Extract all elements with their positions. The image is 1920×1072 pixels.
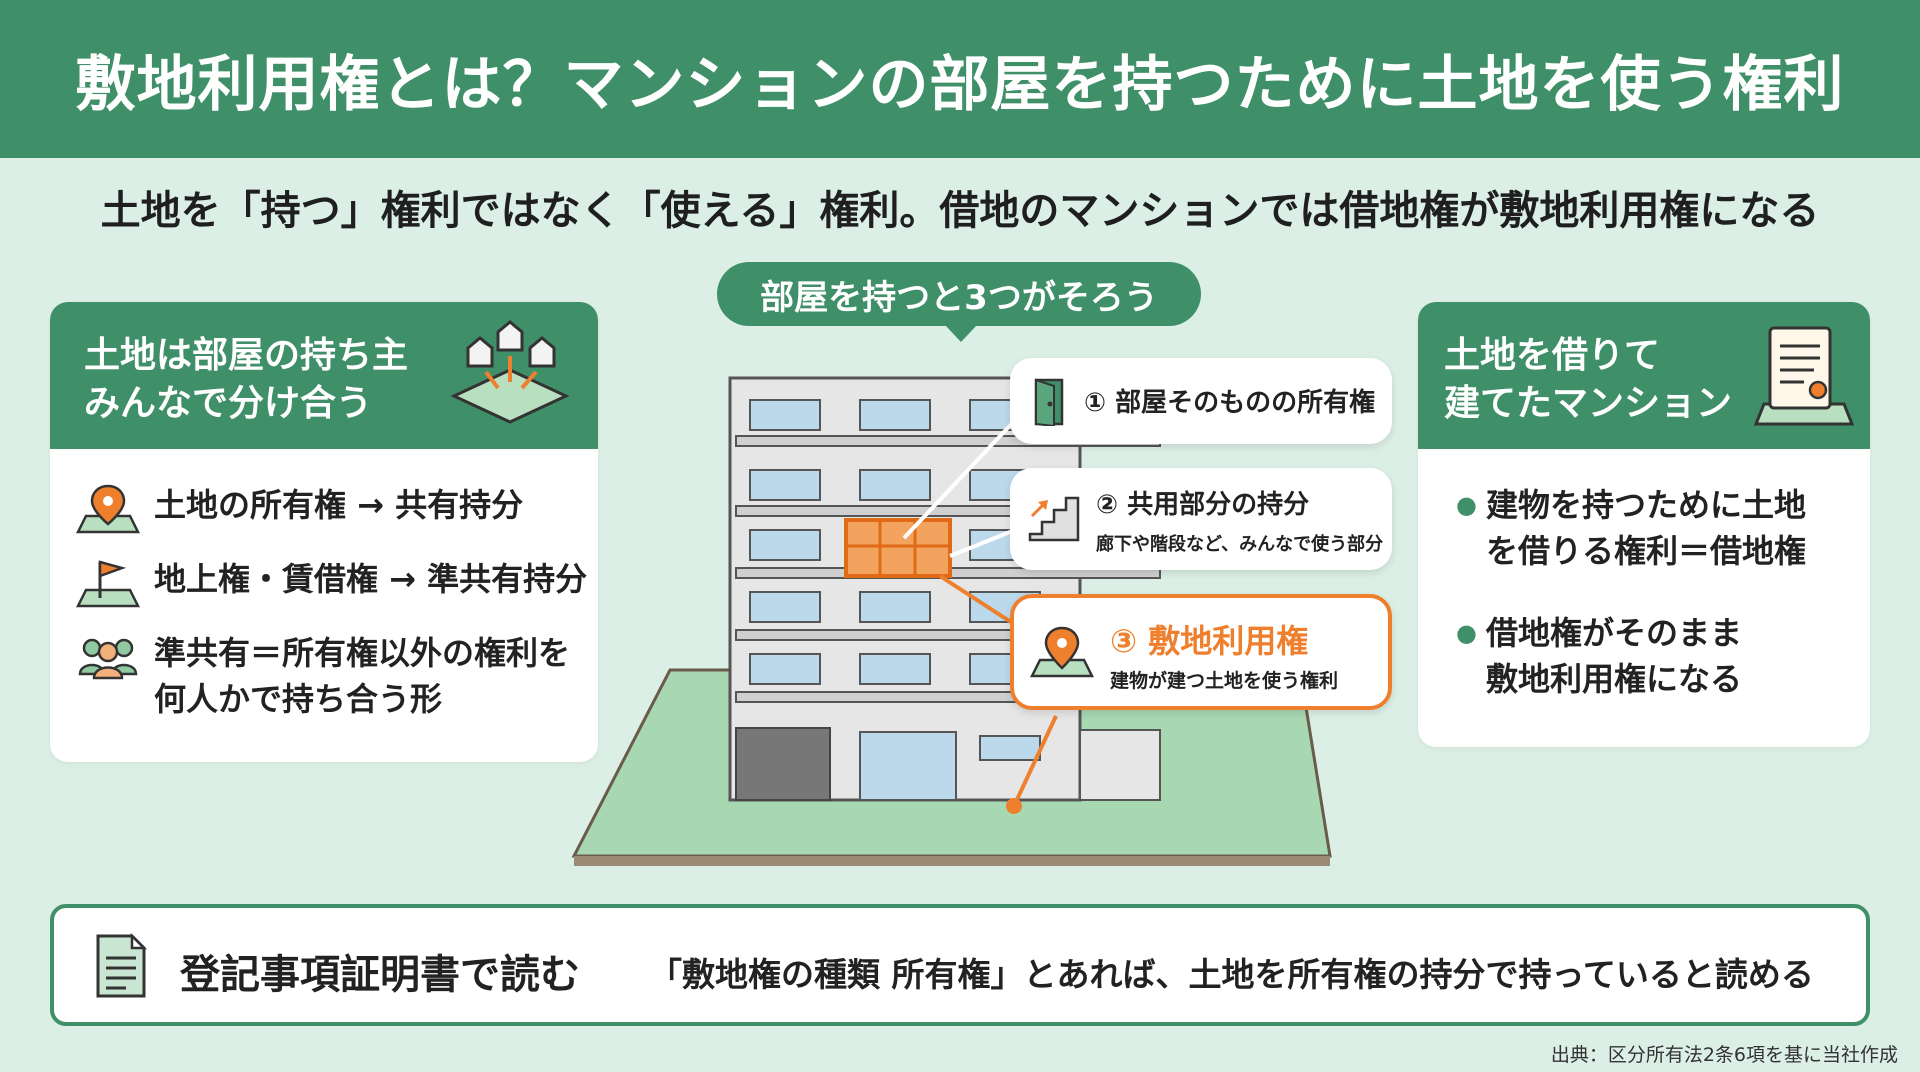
land-marker bbox=[1006, 798, 1022, 814]
right-card-title-line2: 建てたマンション bbox=[1444, 383, 1733, 424]
people-icon bbox=[78, 638, 138, 680]
right-bullet-1-line1: 建物を持つために土地 bbox=[1486, 486, 1807, 524]
garage-door bbox=[735, 727, 831, 801]
callout-2-title: ② 共用部分の持分 bbox=[1096, 490, 1310, 520]
callout-3-sub: 建物が建つ土地を使う権利 bbox=[1110, 670, 1339, 692]
side-annex bbox=[1079, 729, 1161, 801]
connector-land bbox=[1012, 715, 1058, 807]
callout-room-ownership: ① 部屋そのものの所有権 bbox=[1010, 358, 1392, 444]
bottom-title: 登記事項証明書で読む bbox=[180, 952, 580, 998]
left-row-2: 地上権・賃借権 → 準共有持分 bbox=[76, 556, 587, 608]
left-row-2-text: 地上権・賃借権 → 準共有持分 bbox=[154, 560, 588, 598]
flag-icon bbox=[76, 560, 140, 608]
bullet-dot-icon: ● bbox=[1456, 619, 1477, 647]
right-bullet-2-line1: 借地権がそのまま bbox=[1486, 614, 1743, 652]
stairs-icon bbox=[1028, 496, 1080, 542]
right-bullet-1: ● 建物を持つために土地 を借りる権利＝借地権 bbox=[1456, 482, 1806, 574]
callout-1-title: ① 部屋そのものの所有権 bbox=[1084, 388, 1376, 418]
apartment-building-illustration bbox=[571, 376, 1332, 866]
map-pin-icon bbox=[76, 484, 140, 534]
left-row-3-text-line1: 準共有＝所有権以外の権利を bbox=[154, 634, 571, 672]
entrance bbox=[859, 731, 957, 801]
callout-2-sub: 廊下や階段など、みんなで使う部分 bbox=[1096, 534, 1384, 555]
right-bullet-2: ● 借地権がそのまま 敷地利用権になる bbox=[1456, 610, 1742, 702]
bullet-dot-icon: ● bbox=[1456, 491, 1477, 519]
right-bullet-2-line2: 敷地利用権になる bbox=[1486, 660, 1743, 698]
callout-common-share: ② 共用部分の持分 廊下や階段など、みんなで使う部分 bbox=[1010, 468, 1392, 570]
callout-3-num: ③ bbox=[1110, 622, 1138, 660]
right-bullet-1-line2: を借りる権利＝借地権 bbox=[1486, 532, 1807, 570]
left-row-3: 準共有＝所有権以外の権利を 何人かで持ち合う形 bbox=[76, 630, 570, 722]
document-icon bbox=[96, 932, 148, 998]
source-credit: 出典：区分所有法2条6項を基に当社作成 bbox=[1550, 1044, 1898, 1066]
left-row-1-text: 土地の所有権 → 共有持分 bbox=[154, 486, 524, 524]
houses-land-icon bbox=[450, 320, 570, 424]
ground-window bbox=[979, 735, 1041, 761]
left-row-1: 土地の所有権 → 共有持分 bbox=[76, 482, 523, 534]
header-banner: 敷地利用権とは？マンションの部屋を持つために土地を使う権利 bbox=[0, 0, 1920, 158]
door-icon bbox=[1034, 378, 1064, 426]
right-card: 土地を借りて 建てたマンション ● 建物を持つために土地 を借りる権利＝借地権 … bbox=[1418, 302, 1870, 747]
connector-3 bbox=[938, 574, 1022, 630]
left-row-3-text-line2: 何人かで持ち合う形 bbox=[154, 680, 443, 718]
page-title: 敷地利用権とは？マンションの部屋を持つために土地を使う権利 bbox=[75, 49, 1845, 120]
right-card-header: 土地を借りて 建てたマンション bbox=[1418, 302, 1870, 449]
three-rights-pill: 部屋を持つと3つがそろう bbox=[717, 262, 1201, 342]
left-card-header: 土地は部屋の持ち主 みんなで分け合う bbox=[50, 302, 598, 449]
left-card-title-line1: 土地は部屋の持ち主 bbox=[84, 335, 409, 376]
left-card-title-line2: みんなで分け合う bbox=[84, 383, 373, 424]
callout-3-title: ③ 敷地利用権 bbox=[1110, 616, 1308, 662]
right-card-title-line1: 土地を借りて bbox=[1444, 335, 1661, 376]
highlighted-unit bbox=[844, 518, 952, 578]
bottom-description: 「敷地権の種類 所有権」とあれば、土地を所有権の持分で持っていると読める bbox=[649, 955, 1814, 994]
bottom-note-bar: 登記事項証明書で読む 「敷地権の種類 所有権」とあれば、土地を所有権の持分で持っ… bbox=[50, 904, 1870, 1026]
callout-3-title-text: 敷地利用権 bbox=[1148, 622, 1309, 660]
page-subtitle: 土地を「持つ」権利ではなく「使える」権利。借地のマンションでは借地権が敷地利用権… bbox=[100, 188, 1820, 234]
left-card: 土地は部屋の持ち主 みんなで分け合う 土地の所有権 → 共有持分 地上権・賃借権… bbox=[50, 302, 598, 762]
callout-site-right: ③ 敷地利用権 建物が建つ土地を使う権利 bbox=[1010, 594, 1392, 710]
map-pin-icon bbox=[1030, 626, 1094, 678]
land-plot-edge bbox=[574, 856, 1330, 866]
contract-document-icon bbox=[1753, 326, 1854, 426]
